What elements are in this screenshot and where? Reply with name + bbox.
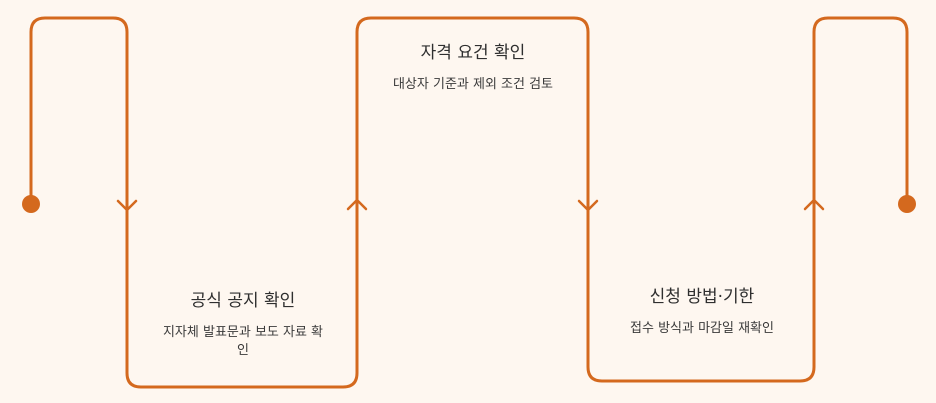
step-description: 접수 방식과 마감일 재확인 xyxy=(630,321,774,336)
flow-path xyxy=(29,16,909,389)
step-title: 공식 공지 확인 xyxy=(190,291,296,311)
down-arrow-icon xyxy=(116,199,138,212)
step-description: 지자체 발표문과 보도 자료 확인 xyxy=(162,325,324,358)
start-dot xyxy=(22,195,40,213)
up-arrow-icon xyxy=(803,198,825,211)
step-description: 대상자 기준과 제외 조건 검토 xyxy=(392,77,554,92)
step-title: 신청 방법·기한 xyxy=(649,287,755,307)
down-arrow-icon xyxy=(577,199,599,212)
step-eligibility: 자격 요건 확인 대상자 기준과 제외 조건 검토 xyxy=(388,42,558,94)
end-dot xyxy=(898,195,916,213)
up-arrow-icon xyxy=(346,198,368,211)
step-application-method: 신청 방법·기한 접수 방식과 마감일 재확인 xyxy=(614,286,790,338)
step-title: 자격 요건 확인 xyxy=(420,43,526,63)
step-official-notice: 공식 공지 확인 지자체 발표문과 보도 자료 확인 xyxy=(158,290,328,360)
